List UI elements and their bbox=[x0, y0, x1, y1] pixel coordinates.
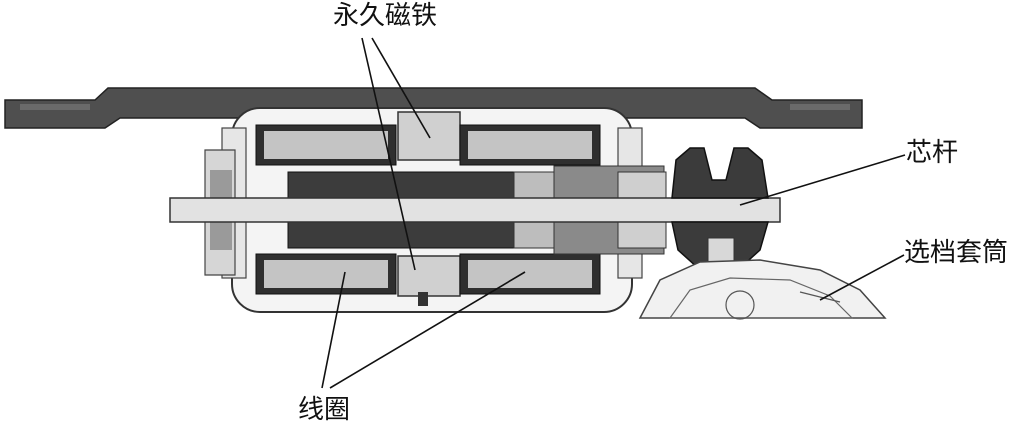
permanent-magnet-label: 永久磁铁 bbox=[333, 1, 438, 31]
leader-lines bbox=[321, 37, 906, 389]
core-rod-label: 芯杆 bbox=[906, 138, 959, 168]
leader-rod bbox=[739, 154, 906, 206]
shift-sleeve-shape bbox=[638, 259, 887, 320]
core-rod-shape bbox=[169, 197, 781, 223]
leader-sleeve bbox=[819, 254, 905, 301]
shift-sleeve-label: 选档套筒 bbox=[904, 238, 1009, 268]
coil-shapes bbox=[255, 124, 601, 295]
leader-magnet-bottom bbox=[361, 37, 416, 271]
leader-magnet-top bbox=[371, 37, 431, 139]
shift-fork bbox=[671, 147, 769, 279]
coil-label: 线圈 bbox=[298, 395, 351, 425]
leader-coil-left bbox=[321, 271, 346, 389]
leader-coil-right bbox=[329, 271, 526, 389]
